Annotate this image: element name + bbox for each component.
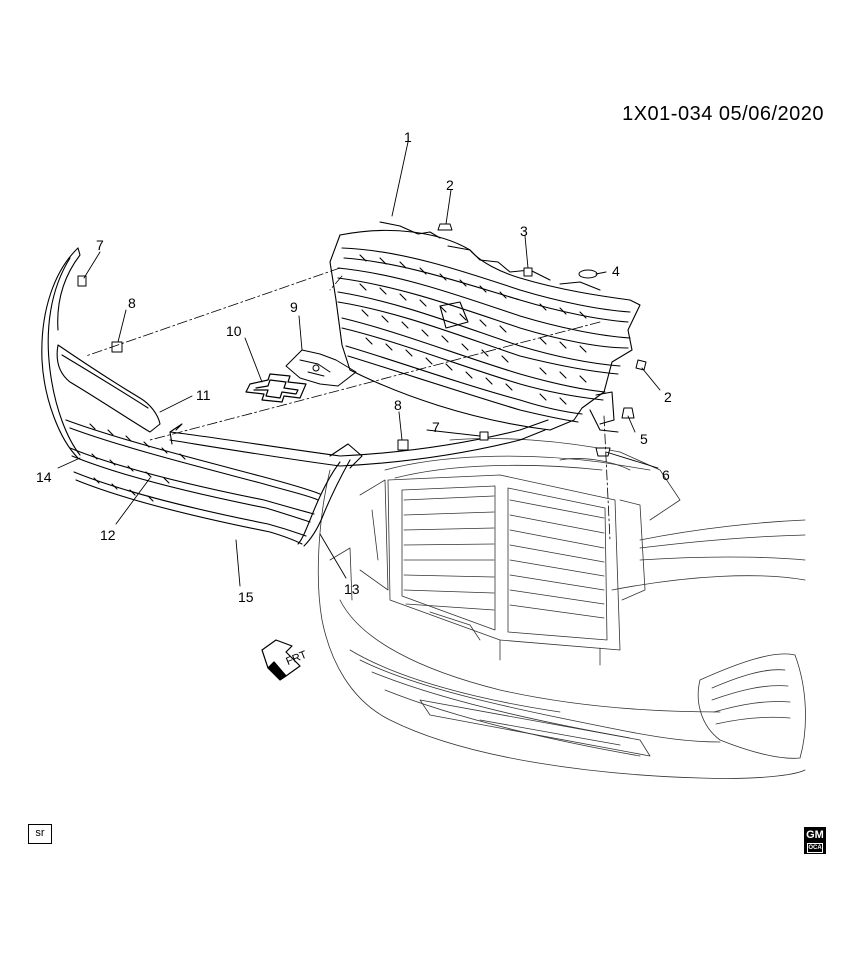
callout-2: 2 <box>446 177 454 193</box>
callout-11: 11 <box>196 387 211 403</box>
diagram-reference-code: 1X01-034 05/06/2020 <box>622 103 824 125</box>
callout-13: 13 <box>344 581 360 597</box>
callout-10: 10 <box>226 323 242 339</box>
emblem-bracket <box>285 349 357 387</box>
callout-14: 14 <box>36 469 52 485</box>
gm-logo: GM OCA <box>804 827 826 854</box>
callout-7-centre: 7 <box>432 419 440 435</box>
callout-15: 15 <box>238 589 254 605</box>
lower-grille-bars <box>65 419 321 545</box>
gm-logo-sub: OCA <box>807 843 823 853</box>
callout-6: 6 <box>662 467 670 483</box>
front-direction-arrow <box>261 639 301 681</box>
gm-logo-text: GM <box>806 829 824 841</box>
sr-label-box: sr <box>28 824 52 844</box>
vehicle-front-end <box>317 438 806 779</box>
callout-3: 3 <box>520 223 528 239</box>
callout-9: 9 <box>290 299 298 315</box>
callout-labels: 1 2 3 4 2 5 6 7 8 9 10 11 8 7 14 12 15 1… <box>36 129 672 605</box>
fasteners <box>77 223 647 457</box>
callout-12: 12 <box>100 527 116 543</box>
callout-8-centre: 8 <box>394 397 402 413</box>
grille-frame-molding <box>41 247 549 547</box>
callout-7-left: 7 <box>96 237 104 253</box>
callout-8-left: 8 <box>128 295 136 311</box>
callout-4: 4 <box>612 263 620 279</box>
upper-grille-assembly <box>329 221 641 433</box>
callout-1: 1 <box>404 129 412 145</box>
callout-2-right: 2 <box>664 389 672 405</box>
callout-5: 5 <box>640 431 648 447</box>
alignment-lines <box>85 267 611 541</box>
bowtie-emblem <box>245 373 307 403</box>
leader-lines <box>57 141 661 587</box>
